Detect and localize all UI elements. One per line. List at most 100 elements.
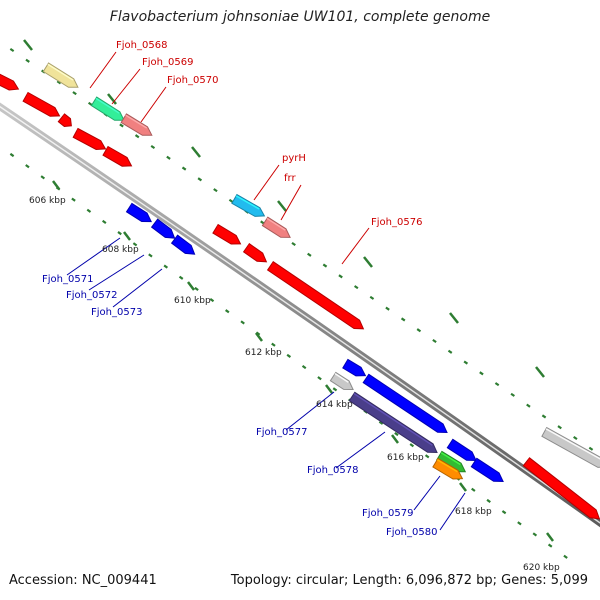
genome-backbone bbox=[0, 102, 600, 528]
gene-arrow bbox=[470, 457, 504, 483]
inner-tick bbox=[117, 231, 122, 236]
gene-arrow-highlight bbox=[451, 440, 472, 454]
inner-tick bbox=[563, 554, 568, 559]
gene-arrow bbox=[150, 218, 176, 239]
gene-arrow bbox=[329, 371, 354, 391]
reverse-gene-label: Fjoh_0580 bbox=[386, 527, 437, 538]
reverse-gene-label: Fjoh_0578 bbox=[307, 465, 358, 476]
gene-arrow-highlight bbox=[528, 458, 596, 512]
gene-arrow bbox=[90, 96, 125, 121]
inner-tick bbox=[394, 431, 399, 437]
inner-tick bbox=[132, 242, 138, 247]
kbp-label: 606 kbp bbox=[29, 196, 66, 206]
topology-label: Topology: circular; Length: 6,096,872 bp… bbox=[230, 573, 588, 588]
gene-arrow bbox=[261, 216, 291, 238]
kbp-label: 620 kbp bbox=[523, 563, 560, 573]
gene-arrow-highlight bbox=[440, 452, 461, 466]
forward-gene-label: Fjoh_0570 bbox=[167, 75, 218, 86]
inner-tick bbox=[501, 510, 507, 515]
outer-tick bbox=[338, 274, 343, 279]
forward-gene-label: Fjoh_0576 bbox=[371, 217, 422, 228]
outer-major-tick bbox=[449, 312, 459, 324]
gene-arrow-highlight bbox=[130, 204, 147, 215]
forward-leader-line bbox=[111, 68, 141, 105]
outer-tick bbox=[369, 295, 375, 300]
reverse-leader-line bbox=[335, 431, 386, 469]
kbp-label: 616 kbp bbox=[387, 453, 424, 463]
inner-tick bbox=[225, 309, 230, 314]
gene-arrow-highlight bbox=[475, 459, 499, 475]
inner-tick bbox=[517, 521, 522, 526]
outer-tick bbox=[385, 306, 390, 311]
inner-tick bbox=[25, 164, 30, 169]
gene-arrow bbox=[348, 391, 438, 454]
gene-arrow bbox=[231, 193, 266, 217]
accession-label: Accession: NC_009441 bbox=[9, 573, 157, 588]
inner-major-tick bbox=[255, 332, 263, 342]
outer-tick bbox=[463, 360, 469, 365]
reverse-leader-line bbox=[88, 254, 145, 291]
reverse-gene-label: Fjoh_0572 bbox=[66, 290, 117, 301]
inner-tick bbox=[101, 219, 107, 225]
backbone-line bbox=[0, 102, 600, 528]
inner-tick bbox=[86, 208, 92, 213]
inner-tick bbox=[378, 420, 384, 425]
gene-arrow-highlight bbox=[367, 374, 443, 426]
outer-major-tick bbox=[535, 366, 545, 378]
gene-arrow-highlight bbox=[545, 428, 600, 460]
outer-tick bbox=[119, 123, 124, 128]
gene-arrow-highlight bbox=[272, 262, 360, 323]
gene-arrow bbox=[120, 113, 153, 136]
inner-major-tick bbox=[325, 384, 333, 394]
outer-tick bbox=[9, 47, 15, 53]
inner-tick bbox=[271, 342, 276, 347]
inner-tick bbox=[424, 454, 430, 459]
outer-major-tick bbox=[363, 256, 373, 268]
inner-tick bbox=[71, 197, 76, 202]
outer-tick bbox=[213, 188, 218, 193]
inner-major-tick bbox=[546, 532, 554, 542]
gene-arrow-highlight bbox=[346, 360, 361, 370]
gene-arrow bbox=[266, 261, 365, 330]
inner-major-tick bbox=[52, 180, 60, 190]
forward-leader-line bbox=[253, 164, 280, 201]
gene-arrow bbox=[432, 457, 464, 480]
gene-arrow-highlight bbox=[95, 97, 120, 114]
gene-arrow bbox=[446, 438, 477, 462]
gene-arrow-highlight bbox=[156, 219, 171, 232]
outer-major-tick bbox=[107, 93, 117, 105]
gene-arrow bbox=[102, 145, 133, 167]
outer-tick bbox=[432, 338, 437, 344]
gene-arrow bbox=[170, 234, 196, 255]
outer-tick bbox=[494, 382, 500, 387]
gene-arrow bbox=[212, 223, 242, 245]
outer-tick bbox=[166, 155, 171, 160]
gene-arrow-highlight bbox=[334, 373, 349, 383]
outer-tick bbox=[87, 101, 93, 106]
outer-major-tick bbox=[191, 146, 201, 158]
kbp-label: 612 kbp bbox=[245, 348, 282, 358]
outer-tick bbox=[447, 349, 453, 354]
inner-tick bbox=[9, 152, 15, 158]
gene-arrow-highlight bbox=[216, 225, 236, 238]
gene-arrow-highlight bbox=[63, 114, 70, 121]
gene-arrow-highlight bbox=[235, 195, 260, 210]
gene-arrow bbox=[125, 202, 153, 223]
outer-tick bbox=[228, 198, 234, 203]
forward-gene-label: Fjoh_0569 bbox=[142, 57, 193, 68]
label-leader-lines bbox=[66, 51, 466, 531]
forward-leader-line bbox=[89, 51, 117, 89]
inner-major-tick bbox=[391, 434, 399, 444]
gene-arrow-highlight bbox=[106, 147, 127, 160]
reverse-gene-label: Fjoh_0577 bbox=[256, 427, 307, 438]
inner-tick bbox=[332, 387, 338, 392]
gene-arrow-highlight bbox=[0, 75, 14, 84]
outer-major-tick bbox=[277, 200, 287, 212]
inner-major-tick bbox=[123, 231, 131, 241]
kbp-label: 608 kbp bbox=[102, 245, 139, 255]
outer-tick bbox=[181, 166, 187, 171]
forward-leader-line bbox=[341, 227, 370, 265]
forward-gene-label: pyrH bbox=[282, 153, 306, 164]
inner-tick bbox=[178, 275, 184, 280]
gene-arrow bbox=[42, 62, 79, 88]
